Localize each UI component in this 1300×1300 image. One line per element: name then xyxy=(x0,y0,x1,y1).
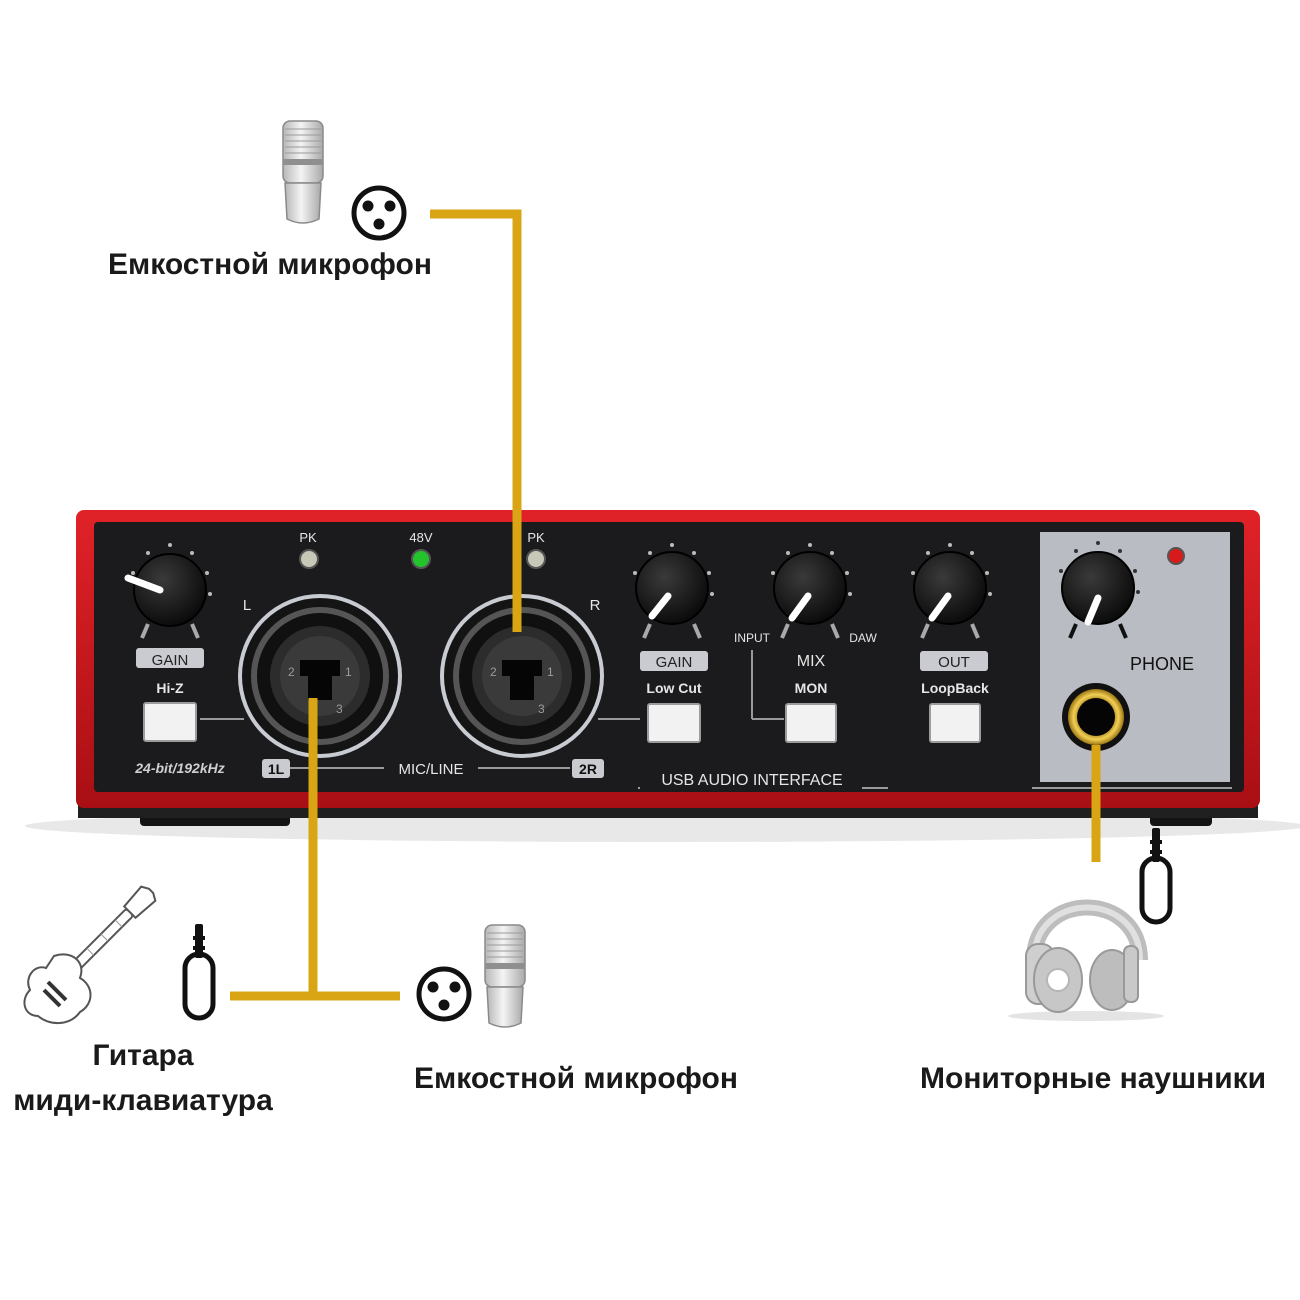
phantom-led xyxy=(411,549,431,569)
gain-label-right: GAIN xyxy=(656,654,693,671)
loopback-button[interactable] xyxy=(929,703,981,743)
out-knob[interactable] xyxy=(911,543,992,639)
phantom-label: 48V xyxy=(409,530,432,545)
combo-input-2[interactable]: 1 2 3 xyxy=(440,594,604,758)
condenser-mic-icon xyxy=(282,120,324,224)
gain-label-left-bg xyxy=(136,648,204,668)
input1-label: 1L xyxy=(268,761,285,777)
phone-jack[interactable] xyxy=(1062,683,1130,751)
hiz-button[interactable] xyxy=(143,702,197,742)
phone-label: PHONE xyxy=(1130,654,1194,674)
guitar-caption-line2: миди-клавиатура xyxy=(13,1084,273,1117)
mix-knob[interactable] xyxy=(771,543,852,639)
lowcut-button[interactable] xyxy=(647,703,701,743)
condenser-mic-icon xyxy=(484,924,526,1028)
bottom-mic-caption: Емкостной микрофон xyxy=(414,1062,738,1095)
hiz-label: Hi-Z xyxy=(156,680,184,696)
cable-top-mic xyxy=(430,209,522,632)
loopback-label: LoopBack xyxy=(921,680,989,696)
pk-right-label: PK xyxy=(527,530,545,545)
input2-badge xyxy=(572,759,604,778)
pin1-label: 1 xyxy=(345,665,352,679)
bitrate-label: 24-bit/192kHz xyxy=(134,760,224,776)
power-led xyxy=(1167,547,1185,565)
pin2-label: 2 xyxy=(490,665,497,679)
gain-knob-right[interactable] xyxy=(633,543,714,639)
out-label-bg xyxy=(920,651,988,671)
headphones-icon xyxy=(1008,899,1164,1021)
channel-right-label: R xyxy=(590,597,601,614)
cables xyxy=(230,209,1101,1001)
gain-label-right-bg xyxy=(640,651,708,671)
gain-label-left: GAIN xyxy=(152,652,189,669)
pin3-label: 3 xyxy=(538,702,545,716)
mix-input-label: INPUT xyxy=(734,631,771,645)
guitar-caption-line1: Гитара xyxy=(92,1039,194,1072)
usb-interface-label: USB AUDIO INTERFACE xyxy=(661,772,842,789)
jack-plug-icon xyxy=(1142,828,1170,922)
out-label: OUT xyxy=(938,654,970,671)
phone-knob[interactable] xyxy=(1059,541,1140,639)
mon-button[interactable] xyxy=(785,703,837,743)
mix-daw-label: DAW xyxy=(849,631,877,645)
input2-label: 2R xyxy=(579,761,597,777)
pin3-label: 3 xyxy=(336,702,343,716)
input1-badge xyxy=(262,759,290,778)
pk-left-label: PK xyxy=(299,530,317,545)
micline-label: MIC/LINE xyxy=(398,761,463,778)
mon-label: MON xyxy=(795,680,828,696)
channel-left-label: L xyxy=(243,597,251,614)
top-mic-caption: Емкостной микрофон xyxy=(108,248,432,281)
jack-plug-icon xyxy=(185,924,213,1018)
pin1-label: 1 xyxy=(547,665,554,679)
gain-knob-left[interactable] xyxy=(124,543,212,639)
electric-guitar-icon xyxy=(23,885,157,1024)
lowcut-label: Low Cut xyxy=(646,680,702,696)
pk-left-led xyxy=(299,549,319,569)
pin2-label: 2 xyxy=(288,665,295,679)
mix-label: MIX xyxy=(797,653,826,670)
combo-input-1[interactable]: 1 2 3 xyxy=(238,594,402,758)
headphones-caption: Мониторные наушники xyxy=(920,1062,1267,1095)
audio-interface-device: GAIN Hi-Z 24-bit/192kHz PK 48V PK L R 1 … xyxy=(25,510,1300,842)
xlr-connector-icon xyxy=(354,188,404,238)
pk-right-led xyxy=(526,549,546,569)
xlr-connector-icon xyxy=(419,969,469,1019)
